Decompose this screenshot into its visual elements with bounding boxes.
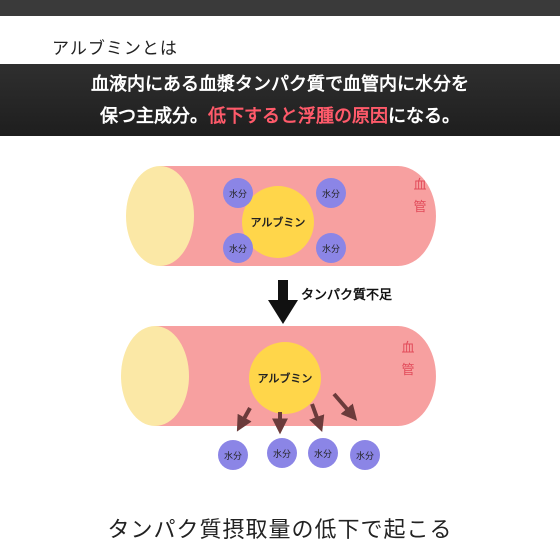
banner-highlight: 低下すると浮腫の原因: [208, 106, 388, 127]
svg-text:水分: 水分: [322, 188, 340, 200]
page-heading: アルブミンとは: [52, 39, 178, 59]
footer-caption: タンパク質摂取量の低下で起こる: [107, 518, 453, 543]
vessel-bottom: 血 管 アルブミン: [121, 326, 436, 435]
banner-line-2-prefix: 保つ主成分。: [100, 106, 208, 127]
albumin-label-bottom: アルブミン: [258, 371, 313, 385]
vessel-label-top-2: 管: [413, 200, 426, 215]
water-molecule: 水分: [316, 233, 346, 263]
svg-text:水分: 水分: [322, 243, 340, 255]
water-molecule: 水分: [267, 438, 297, 468]
svg-text:水分: 水分: [229, 188, 247, 200]
albumin-circle-bottom: [249, 342, 321, 414]
water-molecule: 水分: [223, 233, 253, 263]
water-molecule: 水分: [223, 178, 253, 208]
water-molecule: 水分: [218, 440, 248, 470]
svg-text:水分: 水分: [229, 243, 247, 255]
transition-label: タンパク質不足: [301, 287, 393, 303]
svg-text:水分: 水分: [356, 450, 374, 462]
svg-text:水分: 水分: [224, 450, 242, 462]
banner-line-2: 保つ主成分。低下すると浮腫の原因になる。: [0, 101, 560, 133]
leak-arrow: [332, 392, 358, 421]
leak-arrow: [309, 403, 325, 433]
svg-text:水分: 水分: [273, 448, 291, 460]
albumin-circle-top: [242, 186, 314, 258]
water-molecule: 水分: [350, 440, 380, 470]
svg-text:水分: 水分: [314, 448, 332, 460]
top-bar: [0, 0, 560, 16]
vessel-label-bottom-1: 血: [401, 341, 414, 356]
vessel-label-bottom-2: 管: [401, 363, 414, 378]
vessel-top: 血 管 アルブミン 水分 水分 水分 水分: [126, 166, 436, 266]
banner-line-2-suffix: になる。: [388, 106, 460, 127]
albumin-label-top: アルブミン: [251, 215, 306, 229]
vessel-label-top-1: 血: [413, 178, 426, 193]
leak-arrow: [236, 407, 252, 432]
water-molecule: 水分: [308, 438, 338, 468]
banner-line-1: 血液内にある血漿タンパク質で血管内に水分を: [91, 74, 469, 95]
summary-banner: 血液内にある血漿タンパク質で血管内に水分を 保つ主成分。低下すると浮腫の原因にな…: [0, 64, 560, 136]
water-molecule: 水分: [316, 178, 346, 208]
transition-arrow: [268, 280, 298, 324]
